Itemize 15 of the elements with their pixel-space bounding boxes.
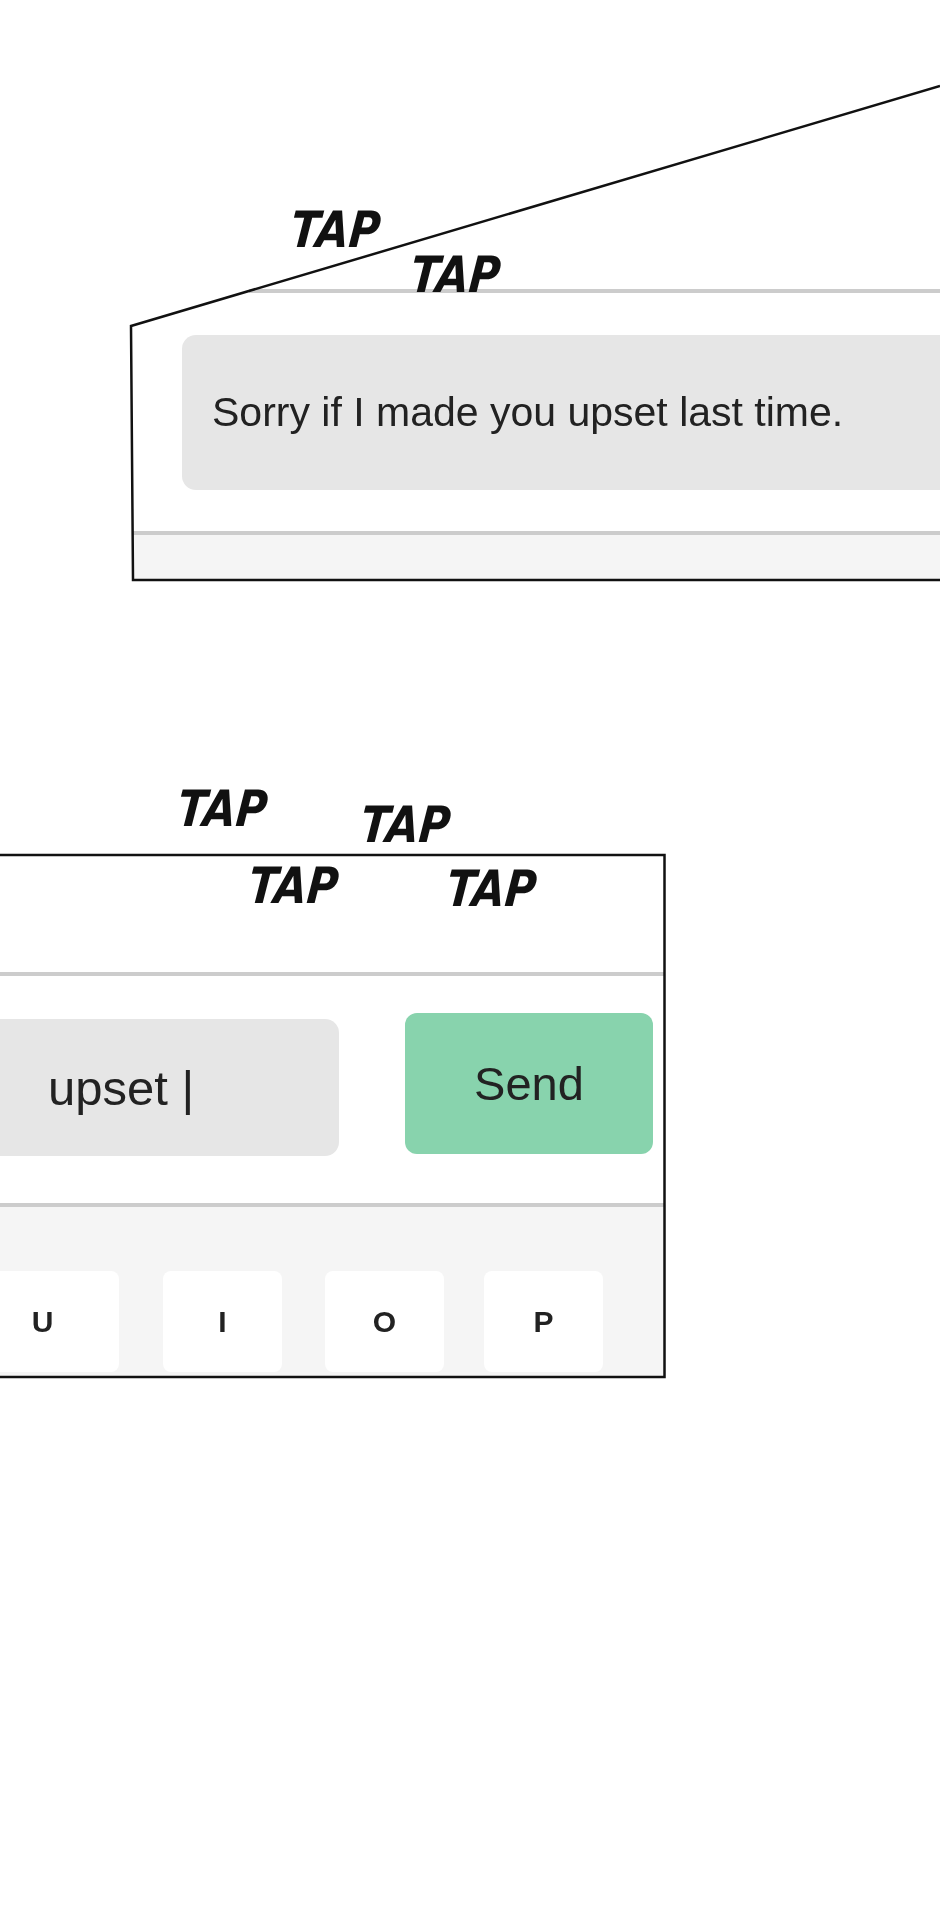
sound-effect-text: TAP — [358, 800, 453, 850]
sound-effect-text: TAP — [288, 205, 383, 255]
keyboard-key: U — [0, 1271, 119, 1372]
send-button: Send — [405, 1013, 653, 1154]
comic-panel — [131, 86, 940, 581]
keyboard-key: P — [484, 1271, 603, 1372]
sound-effect-text: TAP — [444, 864, 539, 914]
input-field: upset | — [0, 1019, 339, 1156]
message-bubble: Sorry if I made you upset last time. — [182, 335, 940, 490]
sound-effect-text: TAP — [246, 861, 341, 911]
sound-effect-text: TAP — [408, 250, 503, 300]
keyboard-key: O — [325, 1271, 444, 1372]
keyboard-key: I — [163, 1271, 282, 1372]
comic-panel — [0, 854, 666, 1378]
sound-effect-text: TAP — [175, 784, 270, 834]
